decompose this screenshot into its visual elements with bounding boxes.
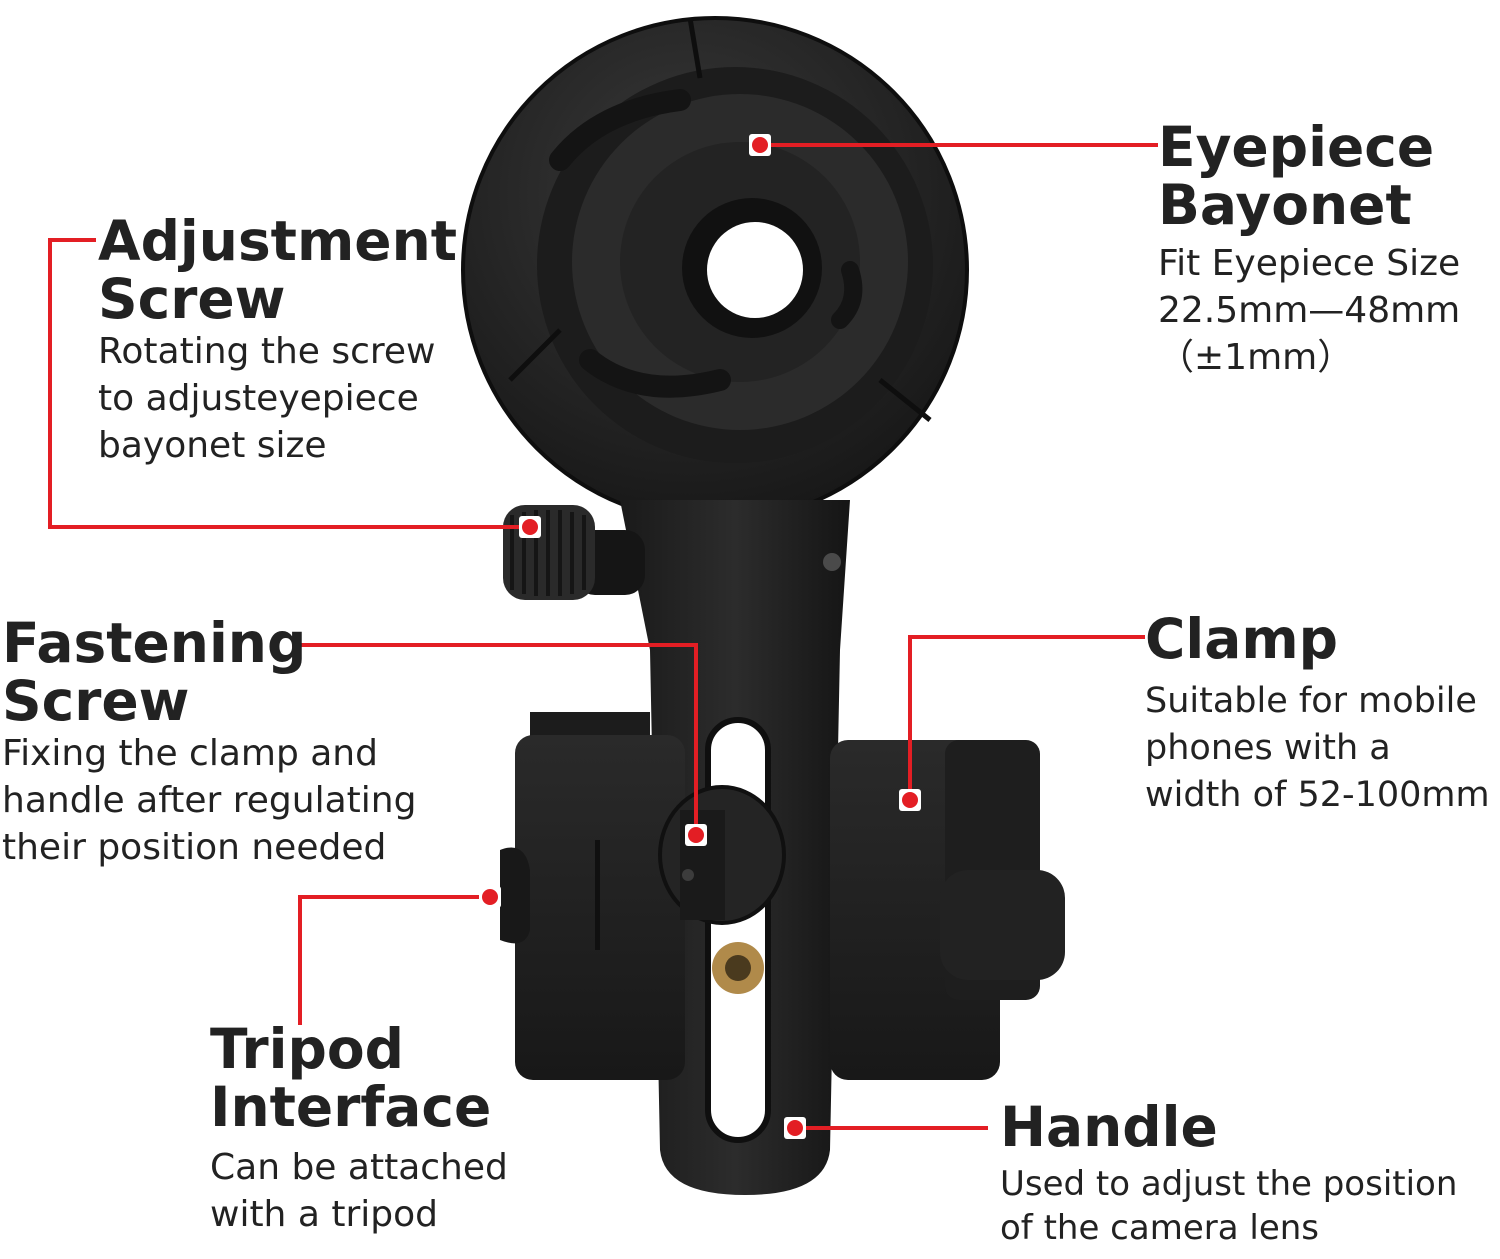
callout-adjustment-screw: Adjustment Screw Rotating the screw to a… (98, 212, 457, 469)
leader-adjustment (48, 238, 530, 529)
title-line: Clamp (1145, 607, 1339, 671)
tripod-interface-title: Tripod Interface (210, 1020, 508, 1136)
desc-line: Suitable for mobile (1145, 681, 1477, 721)
leader-clamp (908, 635, 1145, 800)
fastening-screw-title: Fastening Screw (2, 614, 416, 730)
desc-line: to adjusteyepiece (98, 378, 419, 419)
callout-tripod-interface: Tripod Interface Can be attached with a … (210, 1020, 508, 1238)
adjustment-screw-title: Adjustment Screw (98, 212, 457, 328)
title-line: Interface (210, 1075, 492, 1139)
desc-line: width of 52-100mm (1145, 775, 1490, 815)
desc-line: Fit Eyepiece Size (1158, 243, 1461, 284)
desc-line: with a tripod (210, 1194, 438, 1235)
title-line: Bayonet (1158, 173, 1412, 237)
leader-lines (48, 143, 1158, 1130)
clamp-desc: Suitable for mobile phones with a width … (1145, 678, 1490, 819)
phone-clamp (500, 712, 1065, 1080)
tripod-insert (712, 942, 764, 994)
title-line: Tripod (210, 1017, 404, 1081)
callout-dots (479, 134, 921, 1139)
callout-fastening-screw: Fastening Screw Fixing the clamp and han… (2, 614, 416, 871)
desc-line: phones with a (1145, 728, 1391, 768)
eyepiece-bayonet-ring (461, 16, 969, 524)
title-line: Adjustment (98, 209, 458, 273)
clamp-title: Clamp (1145, 610, 1490, 668)
desc-line: handle after regulating (2, 780, 417, 821)
desc-line: Can be attached (210, 1147, 508, 1188)
adjustment-screw-desc: Rotating the screw to adjusteyepiece bay… (98, 328, 457, 469)
title-line: Eyepiece (1158, 115, 1435, 179)
desc-line: bayonet size (98, 425, 327, 466)
fastening-screw-desc: Fixing the clamp and handle after regula… (2, 730, 416, 871)
handle-desc: Used to adjust the position of the camer… (1000, 1162, 1457, 1250)
desc-line: 22.5mm—48mm (1158, 290, 1461, 331)
callout-clamp: Clamp Suitable for mobile phones with a … (1145, 610, 1490, 819)
callout-eyepiece-bayonet: Eyepiece Bayonet Fit Eyepiece Size 22.5m… (1158, 118, 1460, 381)
title-line: Fastening (2, 611, 307, 675)
leader-tripod (298, 895, 490, 1025)
eyepiece-bayonet-desc: Fit Eyepiece Size 22.5mm—48mm （±1mm） (1158, 240, 1460, 381)
title-line: Screw (2, 669, 190, 733)
callout-handle: Handle Used to adjust the position of th… (1000, 1098, 1457, 1250)
desc-line: their position needed (2, 827, 387, 868)
desc-line: Fixing the clamp and (2, 733, 378, 774)
title-line: Screw (98, 267, 286, 331)
leader-fastening (292, 643, 698, 835)
eyepiece-bayonet-title: Eyepiece Bayonet (1158, 118, 1460, 234)
desc-line: （±1mm） (1158, 337, 1354, 378)
handle-title: Handle (1000, 1098, 1457, 1156)
fastening-knob (658, 785, 786, 925)
tripod-interface-desc: Can be attached with a tripod (210, 1144, 508, 1238)
desc-line: Rotating the screw (98, 331, 436, 372)
desc-line: of the camera lens (1000, 1208, 1319, 1248)
desc-line: Used to adjust the position (1000, 1164, 1458, 1204)
title-line: Handle (1000, 1095, 1218, 1159)
